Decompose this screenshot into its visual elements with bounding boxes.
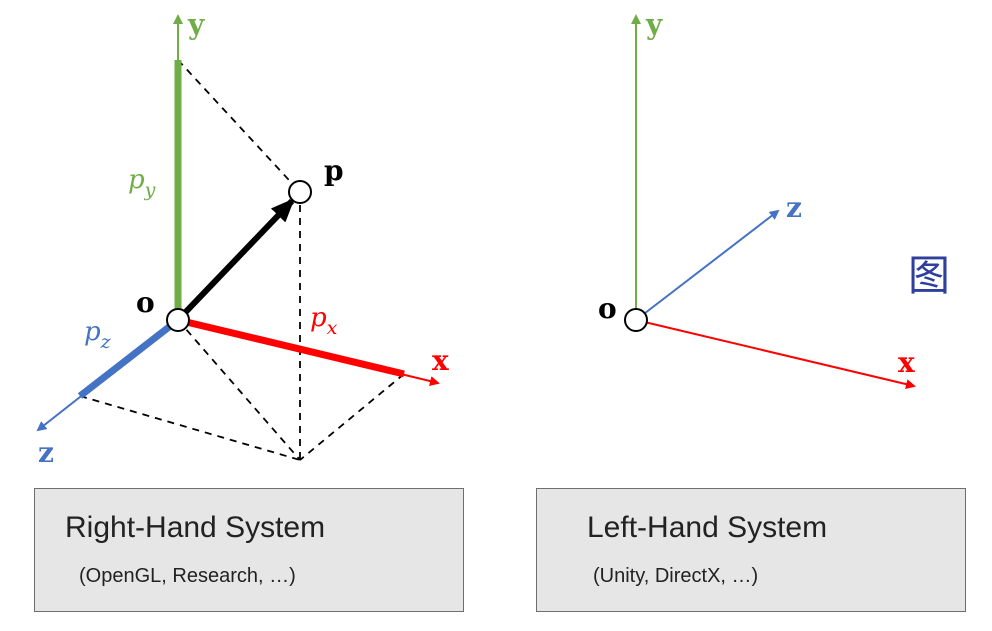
proj-line-o-to-xz <box>177 319 301 461</box>
right-hand-system-box: Right-Hand System (OpenGL, Research, …) <box>34 488 464 612</box>
p-x-component <box>177 316 405 378</box>
vector-op <box>175 198 295 323</box>
left-hand-system-title: Left-Hand System <box>587 511 828 544</box>
lh-z-axis-label: z <box>786 191 802 224</box>
lh-origin-label: o <box>598 292 617 325</box>
lh-x-axis <box>635 319 916 390</box>
proj-line-z-to-xz <box>79 395 301 461</box>
handwritten-annotation: 图 <box>908 251 950 300</box>
p-y-label: py <box>128 165 156 201</box>
z-axis-label: z <box>38 436 54 469</box>
lh-origin-point <box>624 308 648 332</box>
x-axis-label: x <box>432 344 449 377</box>
left-hand-axes: y x z o 图 <box>598 8 950 390</box>
left-hand-system-subtitle: (Unity, DirectX, …) <box>593 565 759 587</box>
lh-x-axis-label: x <box>898 346 915 379</box>
right-hand-axes: y x z o p py px pz <box>36 8 449 469</box>
lh-z-axis <box>635 209 780 321</box>
p-point <box>288 180 312 204</box>
proj-line-x-to-xz <box>299 373 405 461</box>
p-x-label: px <box>310 303 338 339</box>
right-hand-system-subtitle: (OpenGL, Research, …) <box>79 565 296 587</box>
origin-label: o <box>136 286 155 319</box>
left-hand-system-box: Left-Hand System (Unity, DirectX, …) <box>536 488 966 612</box>
proj-line-y-to-p <box>177 59 301 193</box>
projection-lines <box>79 59 405 461</box>
origin-point <box>166 308 190 332</box>
p-z-component <box>77 317 181 399</box>
y-axis-label: y <box>187 8 205 41</box>
right-hand-system-title: Right-Hand System <box>65 511 326 544</box>
p-z-label: pz <box>84 317 112 353</box>
lh-y-axis-label: y <box>645 8 663 41</box>
point-label: p <box>324 154 344 187</box>
